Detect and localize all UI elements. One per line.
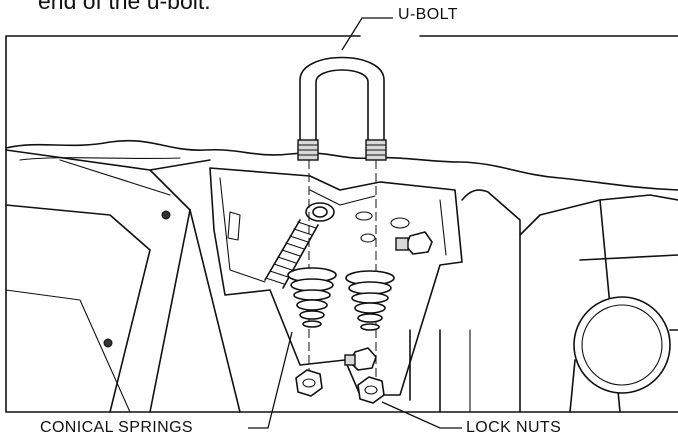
mounting-bracket: [209, 167, 463, 396]
leader-line-u-bolt: [341, 17, 393, 51]
left-frame-rail: [5, 149, 241, 413]
lock-nut-right: [357, 376, 385, 404]
view-frame: [5, 35, 678, 413]
u-bolt-label: U-BOLT: [398, 6, 458, 23]
leader-line-lock-nuts: [381, 401, 462, 429]
lock-nuts-label: LOCK NUTS: [466, 419, 562, 436]
frame-top-edge: [5, 139, 678, 191]
u-bolt: [297, 56, 387, 161]
conical-springs-label: CONICAL SPRINGS: [40, 419, 193, 436]
instruction-caption: end of the u-bolt.: [38, 0, 211, 14]
right-frame-rail: [409, 189, 678, 413]
conical-spring-right: [345, 270, 395, 331]
side-bolt-upper: [395, 231, 433, 255]
side-bolt-lower: [344, 347, 377, 371]
lock-nut-left: [295, 369, 323, 397]
conical-spring-left: [287, 267, 337, 328]
leader-line-conical-springs: [248, 331, 293, 429]
exhaust-pipe: [569, 296, 678, 413]
installed-bolt: [305, 202, 335, 222]
